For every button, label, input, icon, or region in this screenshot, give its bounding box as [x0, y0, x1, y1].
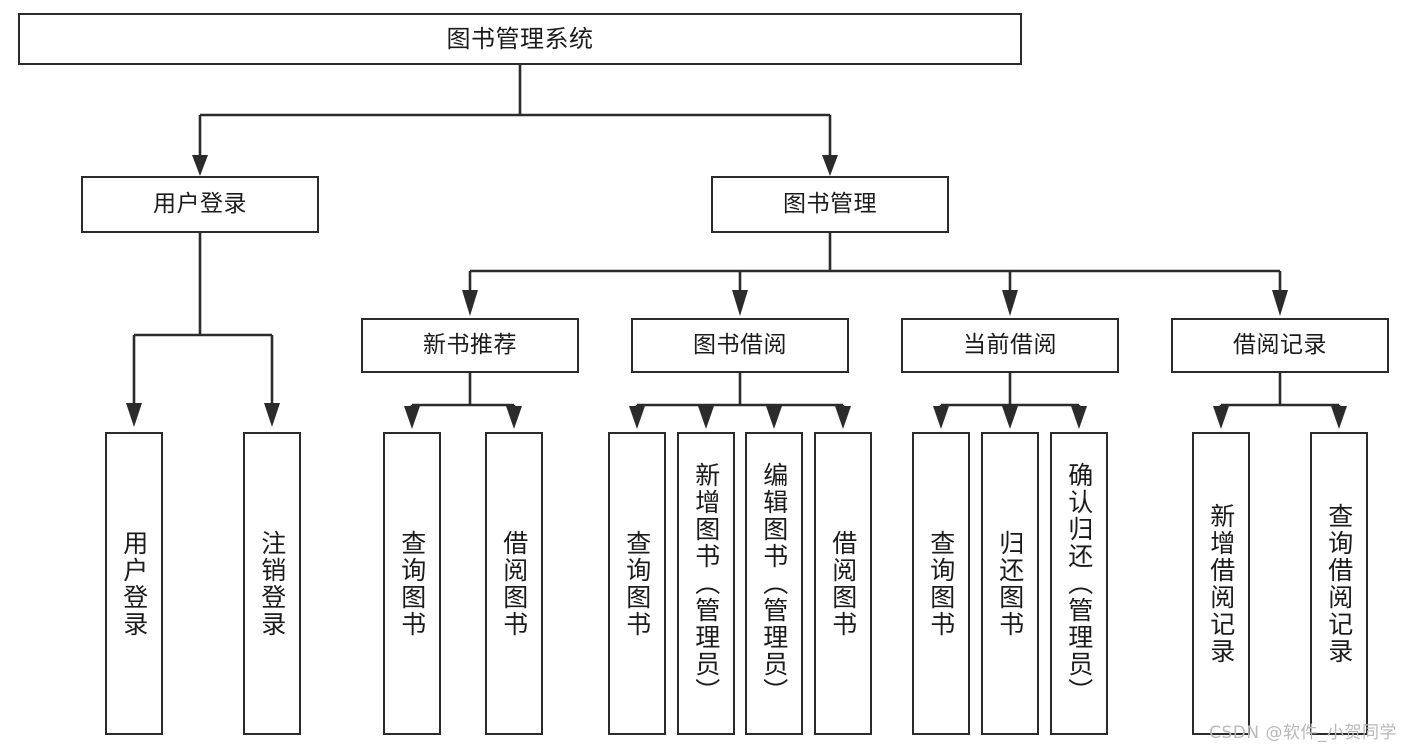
node-book-manage[interactable]: 图书管理: [711, 176, 949, 233]
leaf-add-record[interactable]: 新增借阅记录: [1192, 432, 1250, 735]
node-label: 用户登录: [119, 529, 149, 638]
leaf-borrow-book-2[interactable]: 借阅图书: [814, 432, 872, 735]
leaf-query-book-2[interactable]: 查询图书: [608, 432, 666, 735]
node-label: 图书管理系统: [446, 24, 594, 53]
leaf-confirm-return[interactable]: 确认归还（管理员）: [1050, 432, 1108, 735]
leaf-query-book-1[interactable]: 查询图书: [383, 432, 441, 735]
node-label: 确认归还（管理员）: [1064, 462, 1094, 705]
node-label: 查询借阅记录: [1324, 502, 1354, 665]
node-borrow-record[interactable]: 借阅记录: [1171, 318, 1389, 373]
node-label: 新增图书（管理员）: [691, 462, 721, 705]
leaf-return-book[interactable]: 归还图书: [981, 432, 1039, 735]
node-label: 查询图书: [926, 529, 956, 638]
node-label: 归还图书: [995, 529, 1025, 638]
node-label: 借阅图书: [828, 529, 858, 638]
leaf-query-book-3[interactable]: 查询图书: [912, 432, 970, 735]
leaf-add-book[interactable]: 新增图书（管理员）: [677, 432, 735, 735]
leaf-user-login[interactable]: 用户登录: [105, 432, 163, 735]
leaf-borrow-book-1[interactable]: 借阅图书: [485, 432, 543, 735]
node-label: 借阅图书: [499, 529, 529, 638]
node-label: 借阅记录: [1233, 331, 1327, 358]
node-root-system[interactable]: 图书管理系统: [18, 13, 1022, 65]
node-label: 注销登录: [257, 529, 287, 638]
leaf-edit-book[interactable]: 编辑图书（管理员）: [745, 432, 803, 735]
node-label: 新增借阅记录: [1206, 502, 1236, 665]
node-book-borrow[interactable]: 图书借阅: [631, 318, 849, 373]
node-current-borrow[interactable]: 当前借阅: [901, 318, 1119, 373]
node-new-book-recommend[interactable]: 新书推荐: [361, 318, 579, 373]
leaf-query-record[interactable]: 查询借阅记录: [1310, 432, 1368, 735]
node-label: 图书借阅: [693, 331, 787, 358]
node-user-login[interactable]: 用户登录: [81, 176, 319, 233]
node-label: 编辑图书（管理员）: [759, 462, 789, 705]
node-label: 用户登录: [153, 190, 247, 217]
node-label: 查询图书: [397, 529, 427, 638]
node-label: 查询图书: [622, 529, 652, 638]
leaf-logout[interactable]: 注销登录: [243, 432, 301, 735]
node-label: 新书推荐: [423, 331, 517, 358]
csdn-watermark: CSDN @软件_小贺同学: [1209, 723, 1397, 743]
node-label: 图书管理: [783, 190, 877, 217]
node-label: 当前借阅: [963, 331, 1057, 358]
